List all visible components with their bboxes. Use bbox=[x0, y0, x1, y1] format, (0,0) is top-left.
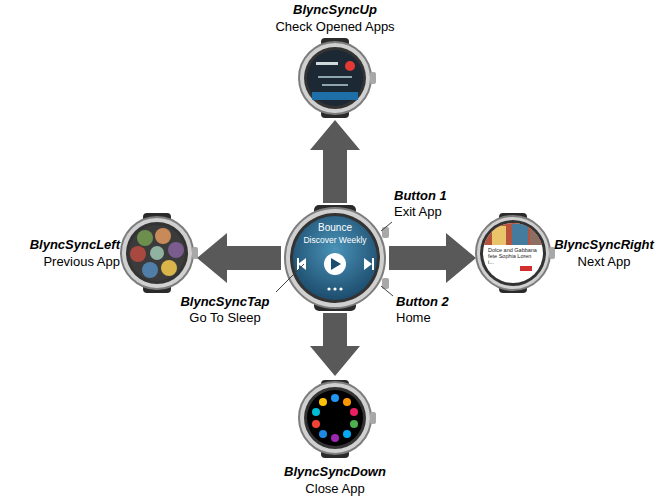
node-text: Close App bbox=[235, 481, 435, 497]
screen-text: Dolce and Gabbana fete Sophia Loren i... bbox=[488, 247, 538, 265]
watch-up bbox=[299, 38, 376, 118]
action-label: Exit App bbox=[394, 204, 484, 220]
leader-line bbox=[381, 286, 393, 296]
watch-node: BounceDiscover Weekly bbox=[283, 205, 387, 311]
node-text: Next App bbox=[548, 254, 660, 270]
watch-node: BlyncSyncUpCheck Opened Apps bbox=[235, 0, 435, 118]
block-arrow bbox=[197, 233, 281, 283]
action-label: Go To Sleep bbox=[170, 310, 280, 326]
watch-right bbox=[476, 213, 555, 293]
button-label: Button 2 bbox=[396, 294, 486, 310]
watch-down bbox=[299, 380, 376, 458]
leader-line bbox=[381, 222, 392, 231]
watch-left bbox=[121, 213, 198, 293]
node-heading: Bounce bbox=[283, 222, 387, 234]
node-heading: BlyncSyncUp bbox=[235, 2, 435, 18]
block-arrow bbox=[310, 313, 360, 376]
node-heading: BlyncSyncRight bbox=[548, 237, 660, 253]
action-label: Home bbox=[396, 310, 486, 326]
block-arrow bbox=[389, 233, 476, 283]
block-arrow bbox=[310, 120, 360, 203]
node-text: Check Opened Apps bbox=[235, 19, 435, 35]
gesture-label: BlyncSyncTap bbox=[170, 294, 280, 310]
watch-center bbox=[285, 205, 389, 311]
watch-node: BlyncSyncDownClose App bbox=[235, 378, 435, 502]
node-text: Discover Weekly bbox=[283, 235, 387, 245]
node-heading: BlyncSyncLeft bbox=[2, 237, 120, 253]
node-heading: BlyncSyncDown bbox=[235, 464, 435, 480]
watch-node: BlyncSyncLeftPrevious App bbox=[2, 215, 195, 293]
button-label: Button 1 bbox=[394, 188, 484, 204]
node-text: Previous App bbox=[2, 254, 120, 270]
